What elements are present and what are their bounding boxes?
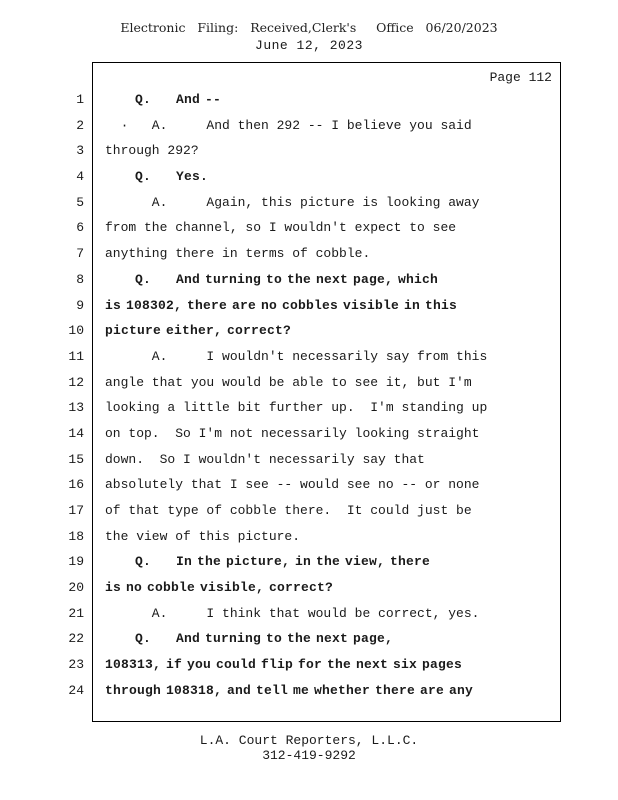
line-text: Q. Yes. (105, 169, 209, 185)
line-text: picture either, correct? (105, 323, 292, 339)
transcript-line: 14 on top. So I'm not necessarily looking… (60, 426, 600, 452)
line-number: 22 (68, 631, 84, 647)
line-number: 15 (68, 451, 84, 467)
transcript-line: 2 · A. And then 292 -- I believe you sai… (60, 118, 600, 144)
transcript-line: 8 Q. And turning to the next page, which (60, 272, 600, 298)
transcript-line: 7 anything there in terms of cobble. (60, 246, 600, 272)
line-number: 24 (68, 682, 84, 698)
transcript-line: 15 down. So I wouldn't necessarily say th… (60, 452, 600, 478)
transcript-line: 20 is no cobble visible, correct? (60, 580, 600, 606)
transcript-line: 1 Q. And -- (60, 92, 600, 118)
line-text: from the channel, so I wouldn't expect t… (105, 220, 457, 236)
line-number: 11 (68, 348, 84, 364)
line-number: 21 (68, 605, 84, 621)
line-number: 3 (76, 143, 84, 159)
reporter-phone: 312-419-9292 (262, 748, 356, 763)
line-text: looking a little bit further up. I'm sta… (105, 400, 488, 416)
line-number: 20 (68, 580, 84, 596)
line-number: 10 (68, 323, 84, 339)
transcript-line: 18 the view of this picture. (60, 529, 600, 555)
reporter-company: L.A. Court Reporters, L.L.C. (199, 733, 419, 748)
line-number: 4 (76, 169, 84, 185)
line-text: 108313, if you could flip for the next s… (105, 657, 463, 673)
transcript-body: 1 Q. And --2 · A. And then 292 -- I beli… (60, 92, 600, 709)
transcript-line: 16 absolutely that I see -- would see no … (60, 477, 600, 503)
line-text: Q. In the picture, in the view, there (105, 554, 431, 570)
line-number: 9 (76, 297, 84, 313)
line-number: 18 (68, 528, 84, 544)
line-text: absolutely that I see -- would see no --… (105, 477, 480, 493)
line-number: 8 (76, 271, 84, 287)
line-text: A. I think that would be correct, yes. (105, 605, 480, 621)
line-text: down. So I wouldn't necessarily say that (105, 451, 425, 467)
transcript-line: 13 looking a little bit further up. I'm s… (60, 400, 600, 426)
line-number: 13 (68, 400, 84, 416)
line-number: 14 (68, 425, 84, 441)
transcript-line: 24 through 108318, and tell me whether th… (60, 683, 600, 709)
line-text: A. I wouldn't necessarily say from this (105, 348, 488, 364)
line-number: 7 (76, 246, 84, 262)
line-text: Q. And -- (105, 92, 222, 107)
page-number-label: Page 112 (489, 70, 552, 85)
transcript-line: 23 108313, if you could flip for the next… (60, 657, 600, 683)
deposition-date: June 12, 2023 (255, 38, 363, 53)
document-header: Electronic Filing: Received,Clerk's Offi… (0, 20, 618, 53)
efiling-stamp: Electronic Filing: Received,Clerk's Offi… (120, 20, 498, 35)
line-text: on top. So I'm not necessarily looking s… (105, 425, 480, 441)
line-text: through 108318, and tell me whether ther… (105, 682, 474, 698)
line-text: Q. And turning to the next page, which (105, 271, 439, 287)
line-text: Q. And turning to the next page, (105, 631, 394, 647)
transcript-line: 17 of that type of cobble there. It could… (60, 503, 600, 529)
line-text: the view of this picture. (105, 528, 301, 544)
line-number: 2 (76, 117, 84, 133)
line-text: of that type of cobble there. It could j… (105, 503, 472, 518)
line-text: through 292? (105, 143, 199, 159)
transcript-line: 9 is 108302, there are no cobbles visible… (60, 298, 600, 324)
line-number: 1 (76, 92, 84, 107)
transcript-line: 3 through 292? (60, 143, 600, 169)
transcript-page-border (92, 62, 561, 722)
line-text: A. Again, this picture is looking away (105, 194, 480, 210)
line-text: anything there in terms of cobble. (105, 246, 371, 262)
line-number: 12 (68, 374, 84, 390)
reporter-footer: L.A. Court Reporters, L.L.C. 312-419-929… (0, 733, 618, 763)
transcript-line: 6 from the channel, so I wouldn't expect … (60, 220, 600, 246)
line-number: 5 (76, 194, 84, 210)
transcript-line: 21 A. I think that would be correct, yes… (60, 606, 600, 632)
line-text: is 108302, there are no cobbles visible … (105, 297, 458, 313)
transcript-line: 10 picture either, correct? (60, 323, 600, 349)
transcript-line: 19 Q. In the picture, in the view, there (60, 554, 600, 580)
line-text: angle that you would be able to see it, … (105, 374, 472, 390)
line-number: 23 (68, 657, 84, 673)
transcript-line: 4 Q. Yes. (60, 169, 600, 195)
line-number: 16 (68, 477, 84, 493)
transcript-line: 5 A. Again, this picture is looking away (60, 195, 600, 221)
line-text: · A. And then 292 -- I believe you said (105, 117, 472, 133)
line-number: 19 (68, 554, 84, 570)
transcript-line: 11 A. I wouldn't necessarily say from th… (60, 349, 600, 375)
line-number: 17 (68, 503, 84, 518)
line-number: 6 (76, 220, 84, 236)
transcript-line: 22 Q. And turning to the next page, (60, 631, 600, 657)
line-text: is no cobble visible, correct? (105, 580, 334, 596)
transcript-line: 12 angle that you would be able to see it… (60, 375, 600, 401)
